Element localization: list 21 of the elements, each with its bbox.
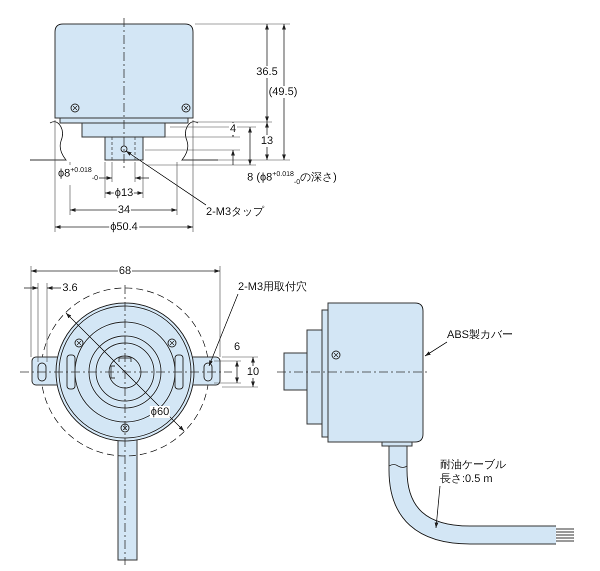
dimension-label: (49.5): [268, 86, 298, 98]
dimension-label: 6: [232, 341, 242, 353]
dimension-label: 68: [118, 265, 132, 277]
dimension-label: ϕ60: [150, 406, 170, 418]
dimension-label: 4: [228, 123, 238, 135]
leader-line: [126, 150, 206, 206]
callout-label: 2-M3用取付穴: [238, 280, 308, 294]
dimension-label: 3.6: [61, 282, 79, 294]
dimension-label: 10: [246, 366, 260, 378]
callout-label: 耐油ケーブル: [440, 458, 506, 472]
dimension-label: ϕ13: [114, 187, 134, 199]
leader-line: [208, 294, 238, 366]
leader-line: [424, 342, 448, 356]
callout-label: ABS製カバー: [447, 328, 514, 342]
dimension-label: 13: [260, 135, 274, 147]
callout-label: 長さ:0.5 m: [440, 472, 494, 486]
dimension-label: ϕ50.4: [109, 221, 139, 233]
leader-line: [434, 486, 440, 528]
callout-label: 2-M3タップ: [206, 205, 264, 219]
dimension-label: 34: [116, 204, 132, 216]
dimension-label: 36.5: [255, 66, 279, 78]
